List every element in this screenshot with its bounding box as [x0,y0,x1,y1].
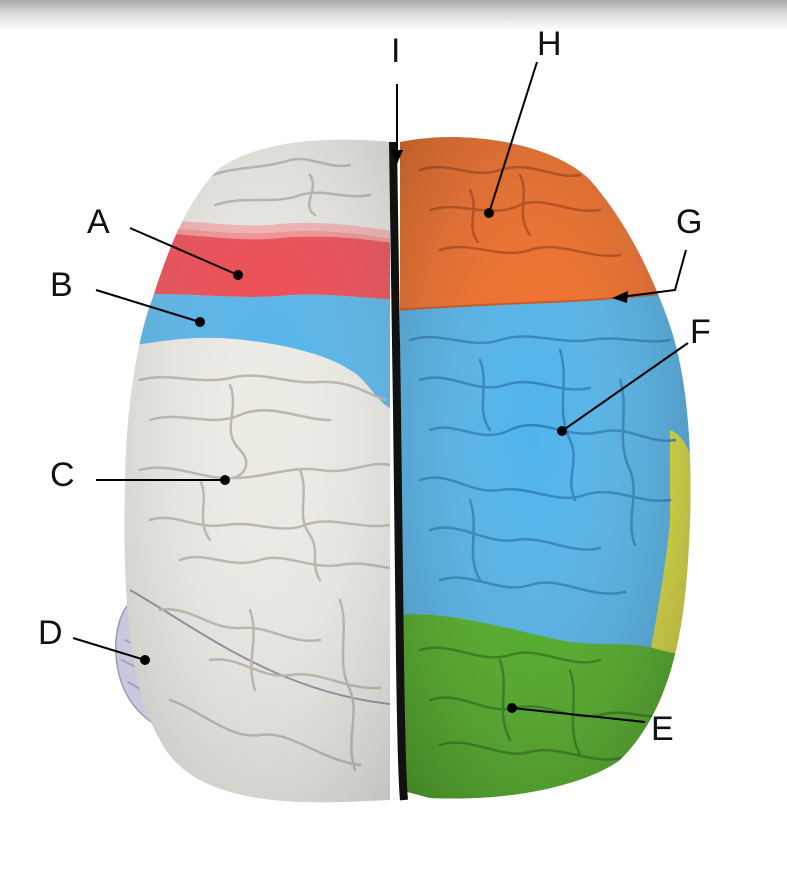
right-hemisphere [400,137,691,799]
pointer-f [557,426,567,436]
leader-b [95,289,201,323]
label-c: C [50,456,75,494]
label-a: A [87,203,110,241]
leader-e [511,707,646,723]
leader-g [619,249,687,298]
leader-d [72,637,146,661]
pointer-b [195,317,205,327]
leader-lines [72,61,689,723]
pointer-c [220,475,230,485]
pointer-a [233,270,243,280]
top-shadow [0,0,787,30]
pointer-d [140,655,150,665]
leader-a [129,227,239,276]
leader-h [488,61,538,214]
arrowhead-g [612,291,628,303]
longitudinal-fissure [389,141,408,801]
label-b: B [50,266,73,304]
label-i: I [391,32,400,70]
pointer-h [484,208,494,218]
label-g: G [676,203,702,241]
label-f: F [690,313,711,351]
arrowhead-i [391,150,403,164]
label-d: D [38,614,63,652]
label-e: E [651,710,674,748]
leader-f [561,342,689,432]
pointer-e [507,703,517,713]
label-h: H [537,25,562,63]
